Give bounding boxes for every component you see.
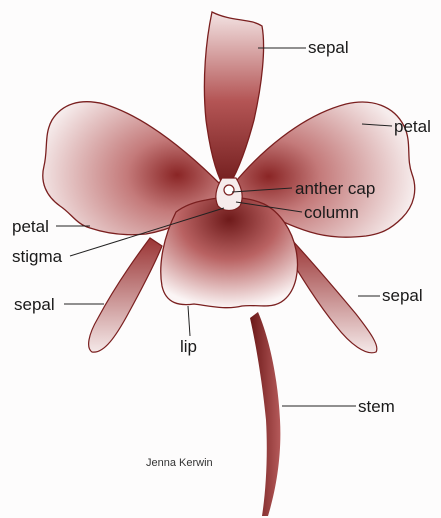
label-petal-left: petal — [12, 218, 49, 235]
label-stem: stem — [358, 398, 395, 415]
leader-lip — [188, 306, 190, 336]
label-lip: lip — [180, 338, 197, 355]
label-anther-cap: anther cap — [295, 180, 375, 197]
left-sepal-shape — [89, 238, 162, 352]
artist-credit: Jenna Kerwin — [146, 457, 213, 469]
lip-shape — [161, 197, 298, 307]
anther-cap-shape — [224, 185, 234, 195]
stem-shape — [250, 312, 280, 516]
label-sepal-left: sepal — [14, 296, 55, 313]
label-sepal-right: sepal — [382, 287, 423, 304]
label-sepal-top: sepal — [308, 39, 349, 56]
label-column: column — [304, 204, 359, 221]
label-stigma: stigma — [12, 248, 62, 265]
label-petal-right: petal — [394, 118, 431, 135]
